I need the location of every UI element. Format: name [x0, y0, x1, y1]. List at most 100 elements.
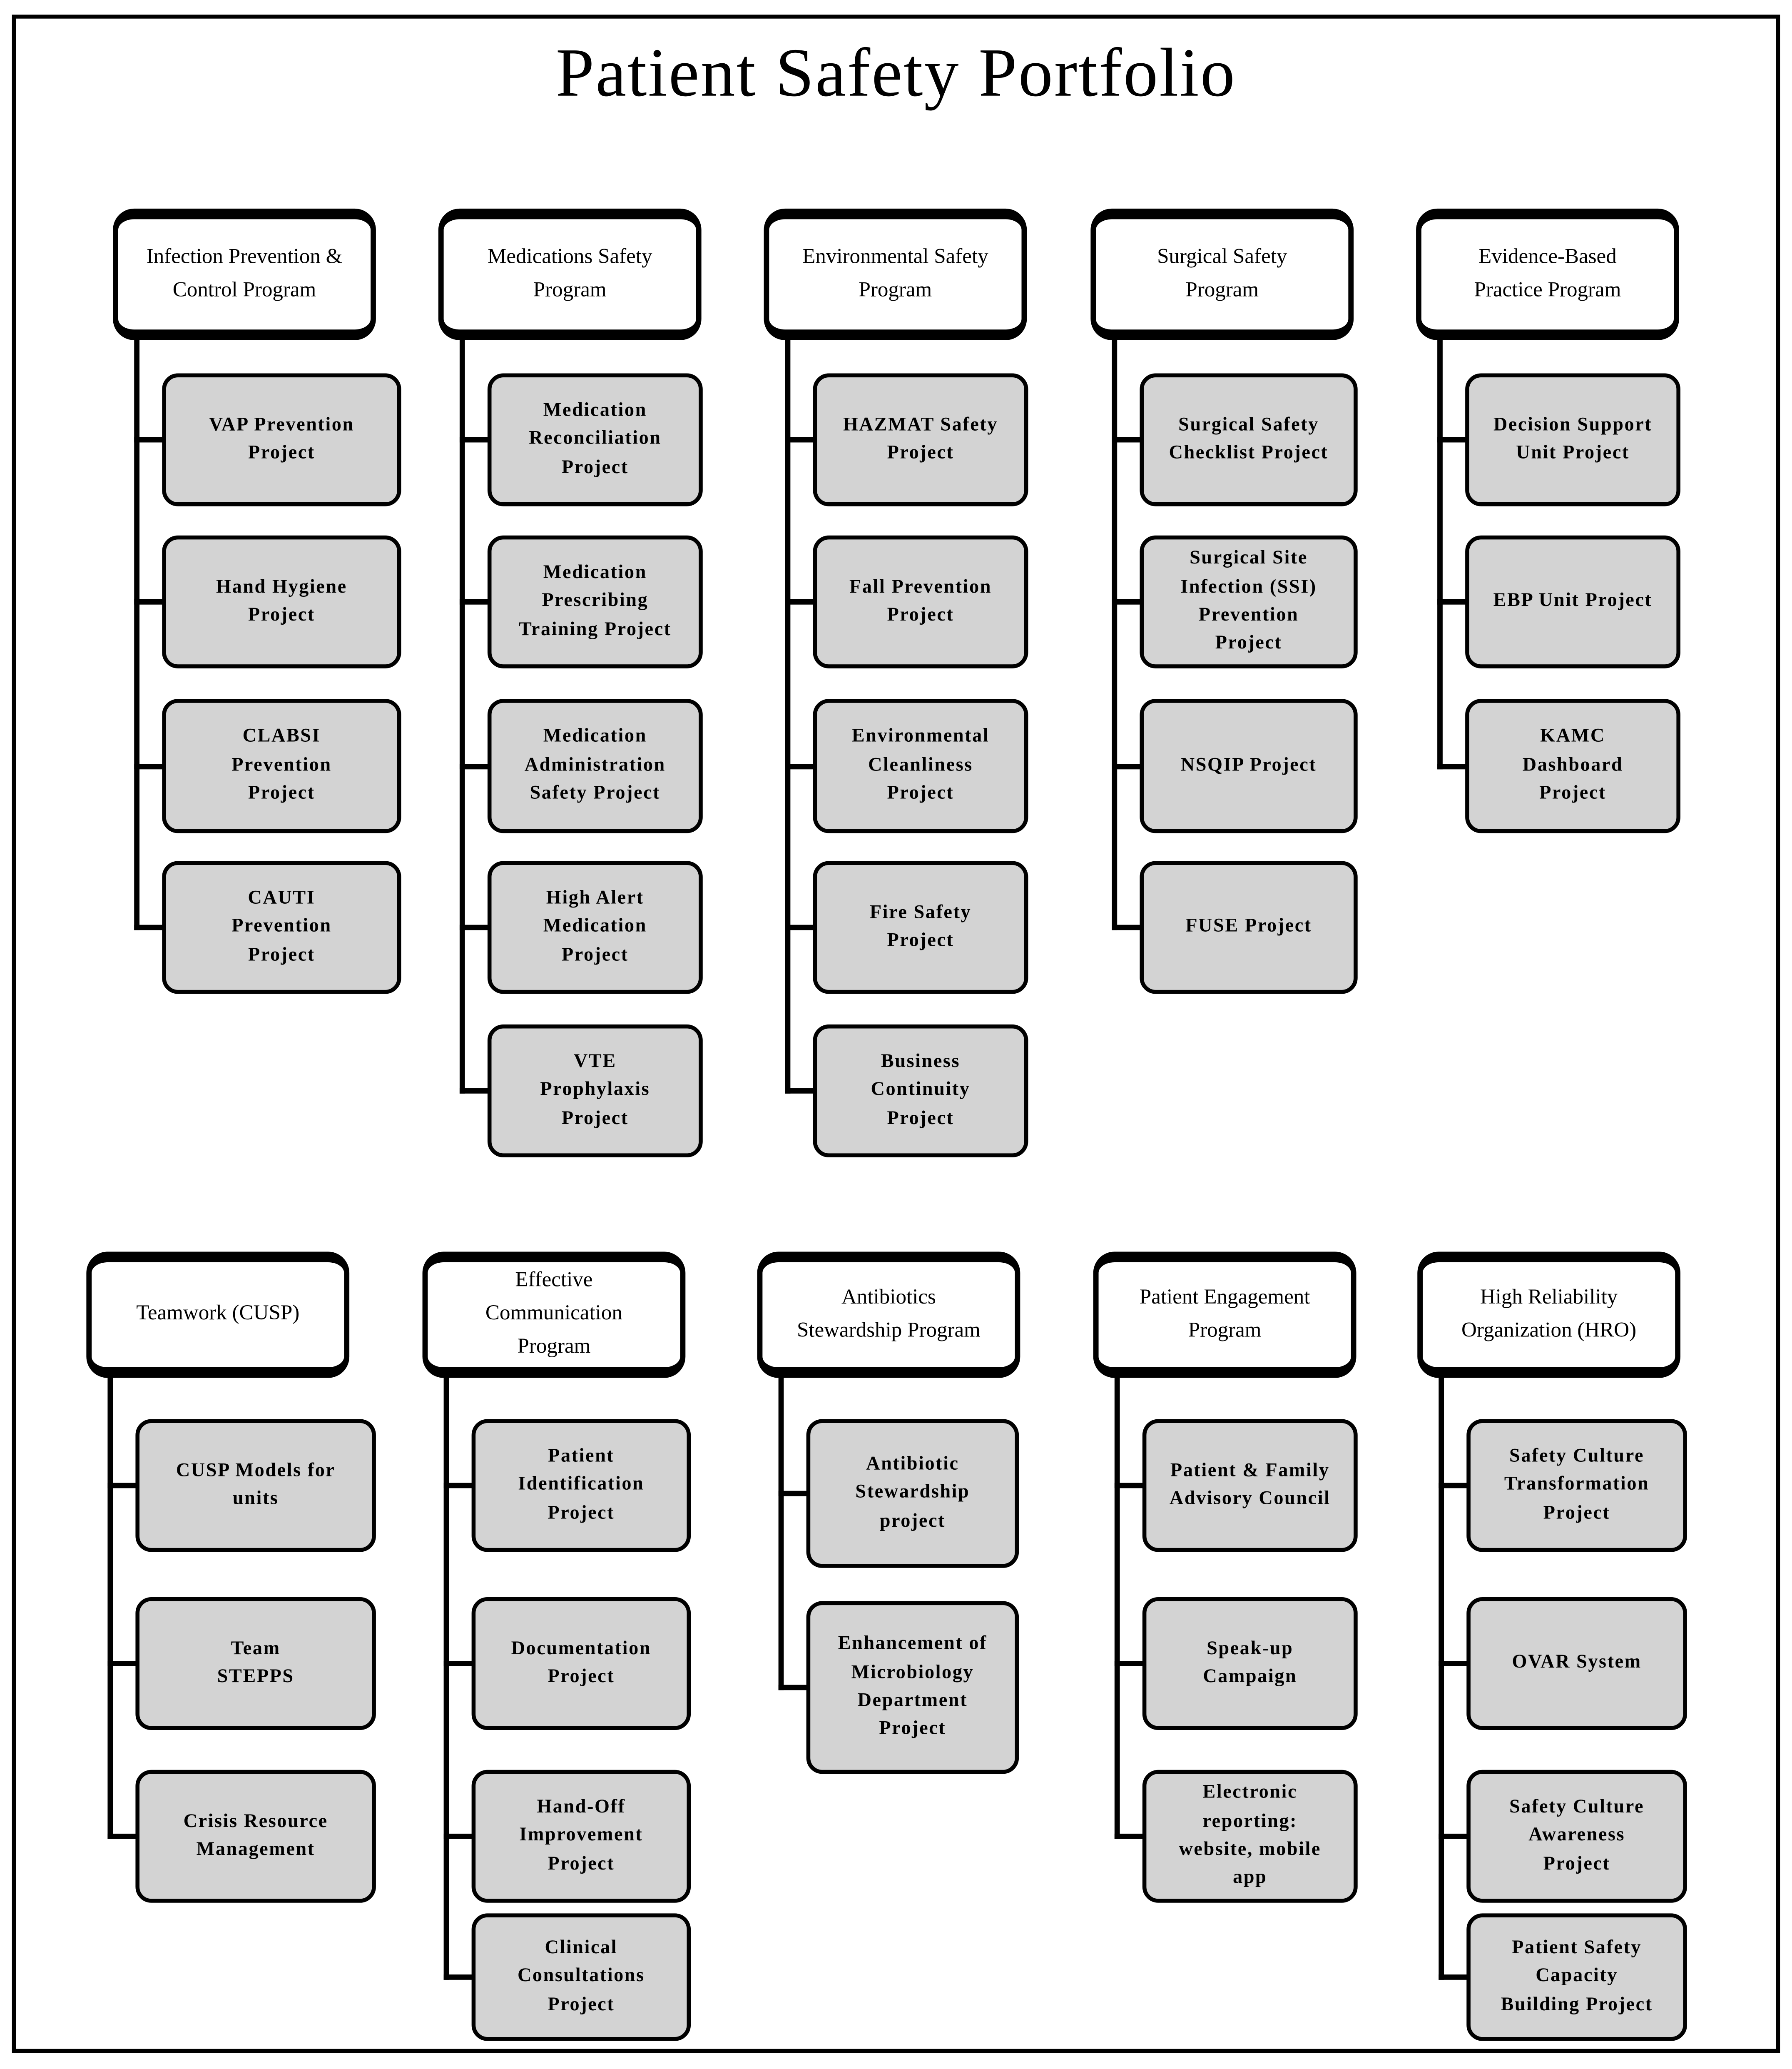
project-label: HAZMAT Safety Project	[843, 414, 998, 464]
connector-vline	[785, 332, 791, 1094]
program-label: Evidence-Based Practice Program	[1474, 245, 1621, 301]
connector-hline	[1114, 1661, 1147, 1666]
connector-hline	[1439, 1974, 1471, 1980]
project-label: Decision Support Unit Project	[1493, 414, 1653, 464]
connector-hline	[1439, 1661, 1471, 1666]
project-box: Business Continuity Project	[813, 1024, 1028, 1157]
project-box: Fire Safety Project	[813, 861, 1028, 994]
program-box: Teamwork (CUSP)	[86, 1251, 350, 1378]
connector-hline	[459, 599, 492, 605]
project-label: VAP Prevention Project	[209, 414, 354, 464]
connector-hline	[107, 1483, 140, 1488]
project-label: VTE Prophylaxis Project	[540, 1051, 650, 1129]
project-box: Hand Hygiene Project	[162, 535, 401, 668]
project-label: KAMC Dashboard Project	[1522, 726, 1623, 804]
project-label: Hand-Off Improvement Project	[519, 1796, 643, 1875]
connector-vline	[1437, 332, 1443, 769]
connector-hline	[778, 1491, 811, 1496]
connector-hline	[443, 1974, 476, 1980]
project-label: FUSE Project	[1185, 916, 1312, 937]
project-label: Medication Reconciliation Project	[529, 399, 662, 478]
project-box: Environmental Cleanliness Project	[813, 699, 1028, 833]
connector-hline	[1112, 925, 1144, 930]
project-label: Medication Administration Safety Project	[524, 726, 666, 804]
project-label: Safety Culture Awareness Project	[1509, 1796, 1645, 1875]
connector-vline	[1439, 1370, 1444, 1980]
project-box: High Alert Medication Project	[487, 861, 703, 994]
project-label: OVAR System	[1512, 1652, 1642, 1673]
project-label: Team STEPPS	[217, 1638, 294, 1688]
project-box: Fall Prevention Project	[813, 535, 1028, 668]
project-box: Safety Culture Awareness Project	[1466, 1770, 1687, 1903]
program-label: Patient Engagement Program	[1139, 1286, 1310, 1341]
connector-hline	[785, 437, 817, 443]
connector-hline	[134, 437, 166, 443]
project-label: Medication Prescribing Training Project	[518, 561, 672, 640]
connector-vline	[1114, 1370, 1120, 1839]
project-label: Patient Identification Project	[518, 1445, 645, 1524]
project-box: Medication Administration Safety Project	[487, 699, 703, 833]
project-box: Antibiotic Stewardship project	[806, 1419, 1019, 1568]
project-box: VTE Prophylaxis Project	[487, 1024, 703, 1157]
program-box: High Reliability Organization (HRO)	[1417, 1251, 1680, 1378]
project-label: Fire Safety Project	[869, 901, 972, 952]
project-box: Surgical Safety Checklist Project	[1140, 373, 1358, 506]
project-label: Environmental Cleanliness Project	[851, 726, 990, 804]
connector-vline	[1112, 332, 1118, 930]
connector-hline	[1112, 437, 1144, 443]
connector-hline	[459, 763, 492, 769]
program-box: Medications Safety Program	[438, 208, 702, 340]
program-box: Antibiotics Stewardship Program	[757, 1251, 1020, 1378]
page-title: Patient Safety Portfolio	[555, 36, 1237, 112]
project-box: CUSP Models for units	[135, 1419, 376, 1552]
connector-hline	[443, 1483, 476, 1488]
connector-hline	[1437, 437, 1469, 443]
connector-hline	[134, 925, 166, 930]
project-box: Safety Culture Transformation Project	[1466, 1419, 1687, 1552]
project-box: Medication Prescribing Training Project	[487, 535, 703, 668]
connector-hline	[785, 599, 817, 605]
connector-vline	[778, 1370, 784, 1690]
program-box: Environmental Safety Program	[764, 208, 1027, 340]
connector-hline	[1437, 763, 1469, 769]
project-label: High Alert Medication Project	[543, 887, 647, 966]
connector-hline	[1114, 1833, 1147, 1839]
project-box: Speak-up Campaign	[1142, 1597, 1358, 1730]
program-label: Medications Safety Program	[487, 245, 652, 301]
project-box: Enhancement of Microbiology Department P…	[806, 1601, 1019, 1774]
connector-hline	[785, 1088, 817, 1094]
project-box: Patient Safety Capacity Building Project	[1466, 1913, 1687, 2041]
connector-vline	[443, 1370, 449, 1980]
program-box: Surgical Safety Program	[1090, 208, 1354, 340]
connector-hline	[1437, 599, 1469, 605]
connector-hline	[785, 763, 817, 769]
program-label: Environmental Safety Program	[802, 245, 988, 301]
project-label: Fall Prevention Project	[849, 576, 992, 626]
project-box: Crisis Resource Management	[135, 1770, 376, 1903]
project-box: Patient & Family Advisory Council	[1142, 1419, 1358, 1552]
project-box: KAMC Dashboard Project	[1465, 699, 1680, 833]
project-box: Patient Identification Project	[471, 1419, 691, 1552]
connector-hline	[1112, 763, 1144, 769]
project-box: Electronic reporting: website, mobile ap…	[1142, 1770, 1358, 1903]
project-box: Clinical Consultations Project	[471, 1913, 691, 2041]
connector-hline	[1114, 1483, 1147, 1488]
project-label: Crisis Resource Management	[183, 1810, 328, 1860]
program-label: Infection Prevention & Control Program	[146, 245, 343, 301]
project-label: Business Continuity Project	[871, 1051, 971, 1129]
program-box: Evidence-Based Practice Program	[1416, 208, 1679, 340]
project-box: VAP Prevention Project	[162, 373, 401, 506]
connector-hline	[1439, 1483, 1471, 1488]
project-label: CLABSI Prevention Project	[231, 726, 332, 804]
project-box: NSQIP Project	[1140, 699, 1358, 833]
project-box: Documentation Project	[471, 1597, 691, 1730]
project-box: Medication Reconciliation Project	[487, 373, 703, 506]
project-box: Decision Support Unit Project	[1465, 373, 1680, 506]
connector-hline	[1112, 599, 1144, 605]
program-box: Infection Prevention & Control Program	[113, 208, 376, 340]
connector-hline	[443, 1661, 476, 1666]
connector-hline	[107, 1833, 140, 1839]
connector-hline	[134, 763, 166, 769]
project-label: NSQIP Project	[1180, 754, 1317, 776]
